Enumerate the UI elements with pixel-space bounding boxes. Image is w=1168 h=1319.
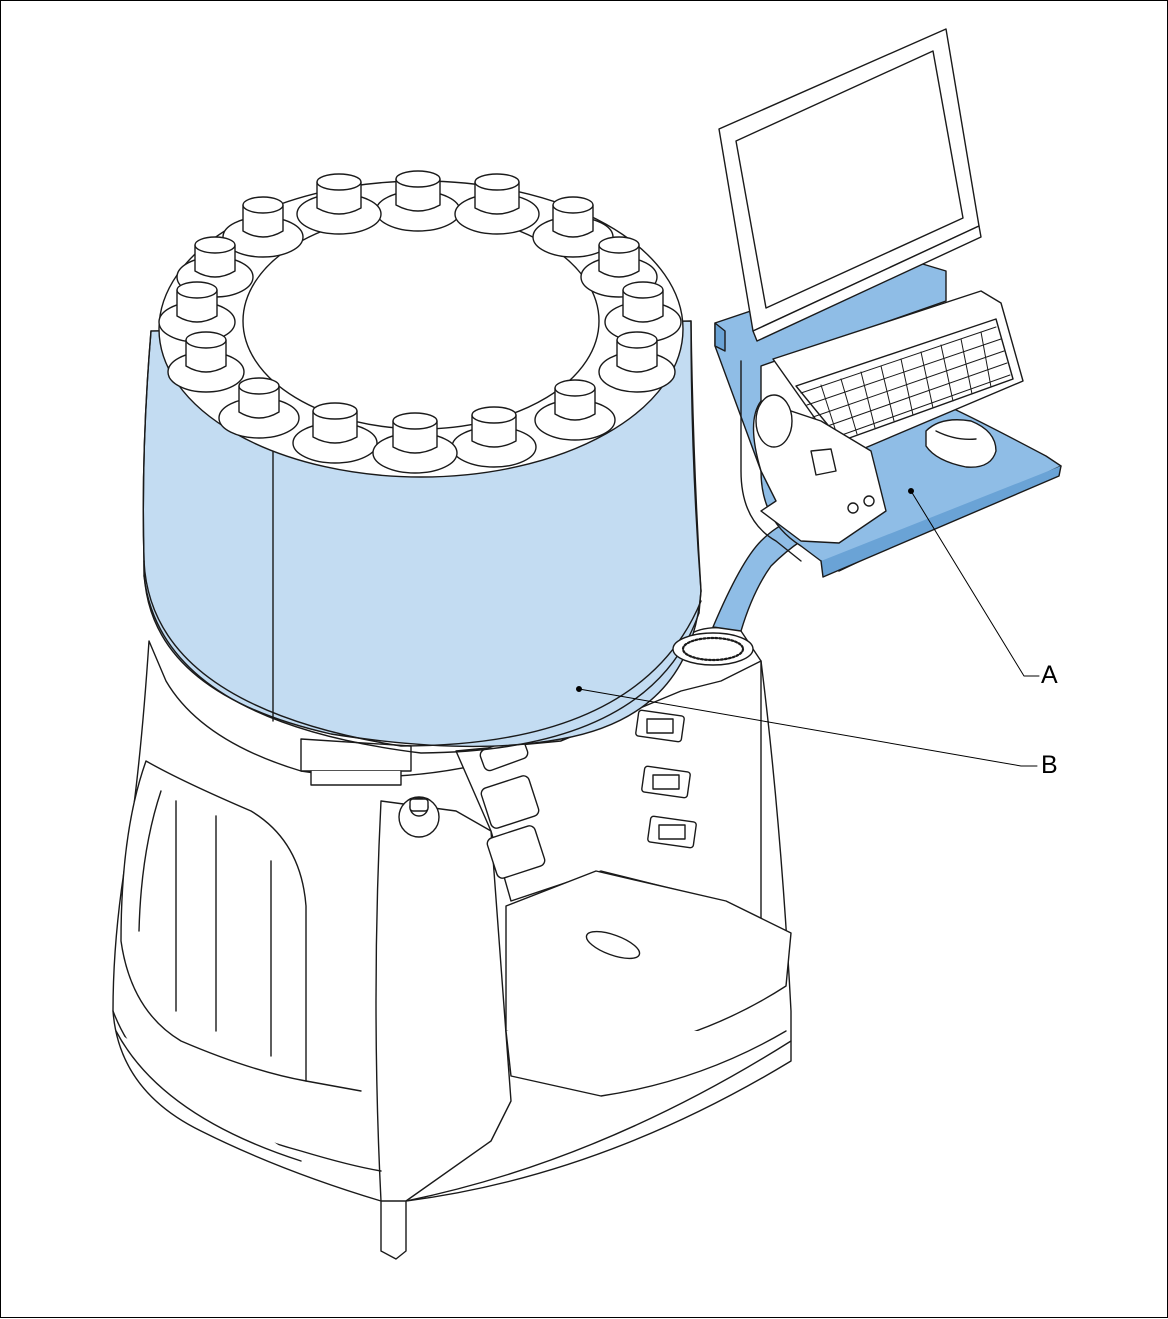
step-slot (585, 930, 641, 960)
callout-label-b: B (1041, 751, 1058, 779)
keyboard-keys (800, 326, 1011, 442)
printer (752, 394, 887, 544)
base-cabinet (112, 626, 792, 1260)
support-arm (672, 520, 802, 666)
callout-label-a: A (1041, 661, 1058, 689)
leader-lines (576, 488, 1040, 767)
knob-base (398, 796, 440, 838)
leader-line-a (910, 490, 1040, 677)
sample-cups (158, 170, 682, 474)
leader-line-b (578, 688, 1038, 767)
monitor (718, 28, 982, 342)
mouse (925, 419, 997, 468)
wall-handles (635, 709, 697, 849)
